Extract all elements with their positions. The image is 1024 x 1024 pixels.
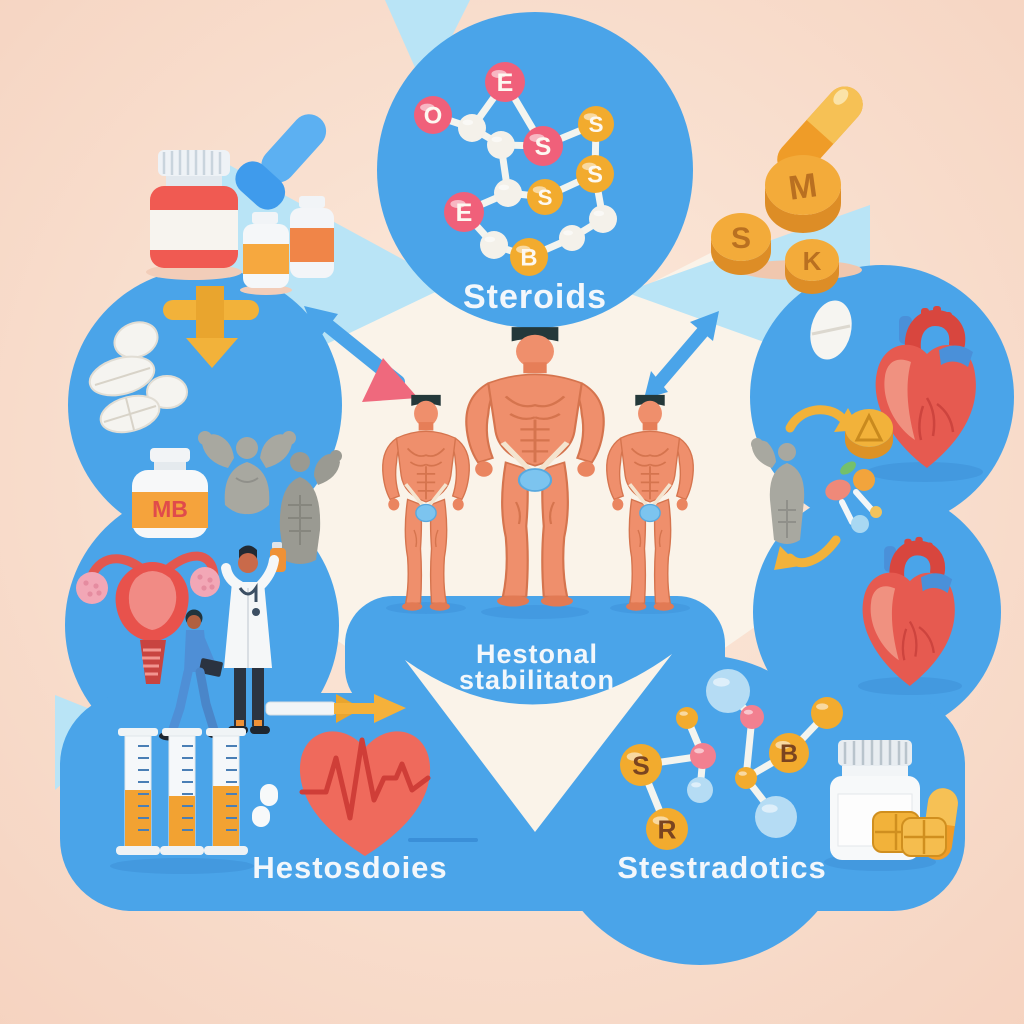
uterus-illustration xyxy=(76,551,220,684)
label-mb-bottle: MB xyxy=(152,496,188,522)
triangle-tablet-icon xyxy=(845,409,893,459)
svg-text:S: S xyxy=(588,112,603,137)
ecg-heart-icon xyxy=(299,731,478,856)
tablet-letter-s: S xyxy=(731,222,751,255)
yellow-tablets xyxy=(872,811,947,857)
mb-supplement-bottle xyxy=(132,448,208,538)
svg-text:S: S xyxy=(537,185,552,210)
statue-flex-right xyxy=(751,438,805,544)
svg-text:R: R xyxy=(658,814,677,844)
tablet-letter-k: K xyxy=(803,246,822,276)
svg-text:S: S xyxy=(632,750,650,780)
arrow-right-icon xyxy=(644,311,719,399)
cream-v-notch xyxy=(405,654,672,832)
doctor-figure xyxy=(221,542,286,734)
small-medicine-bottles xyxy=(240,196,334,295)
blue-dropper-icon xyxy=(235,114,327,210)
pink-triangle-icon xyxy=(362,358,418,402)
label-center-line2: stabilitaton xyxy=(458,665,616,695)
svg-text:S: S xyxy=(587,162,603,189)
syringes xyxy=(110,728,254,874)
svg-text:O: O xyxy=(424,103,442,130)
heart1-shadow xyxy=(867,462,983,482)
orange-tablets-msk xyxy=(711,155,862,294)
statue-bodybuilders xyxy=(198,431,342,564)
tablet-letter-m: M xyxy=(786,166,819,208)
label-steroids: Steroids xyxy=(462,278,608,316)
yellow-arrow-cross-icon xyxy=(163,286,259,368)
svg-text:E: E xyxy=(497,69,514,97)
label-center-line1: Hestonal xyxy=(475,639,599,669)
svg-text:B: B xyxy=(780,740,798,768)
curved-arrow-up-icon xyxy=(785,405,860,433)
white-tablets xyxy=(88,321,188,434)
capsule-icon xyxy=(252,784,278,827)
molecule-bottom: S R B xyxy=(620,669,843,850)
patient-figure xyxy=(159,609,227,741)
heart2-shadow xyxy=(858,677,962,695)
mini-molecule xyxy=(825,461,882,533)
oval-pill-icon xyxy=(810,300,852,360)
label-bottom-left: Hestosdoies xyxy=(252,850,448,885)
svg-text:B: B xyxy=(520,245,537,272)
thin-blue-stick xyxy=(269,611,335,631)
red-pill-bottle xyxy=(146,150,242,280)
orange-capsule-icon xyxy=(777,86,863,178)
label-bottom-right: Stestradotics xyxy=(617,850,827,885)
svg-text:S: S xyxy=(535,133,552,161)
curved-arrow-down-icon xyxy=(774,535,841,570)
svg-text:E: E xyxy=(456,199,473,227)
horizontal-syringe-icon xyxy=(265,694,406,723)
